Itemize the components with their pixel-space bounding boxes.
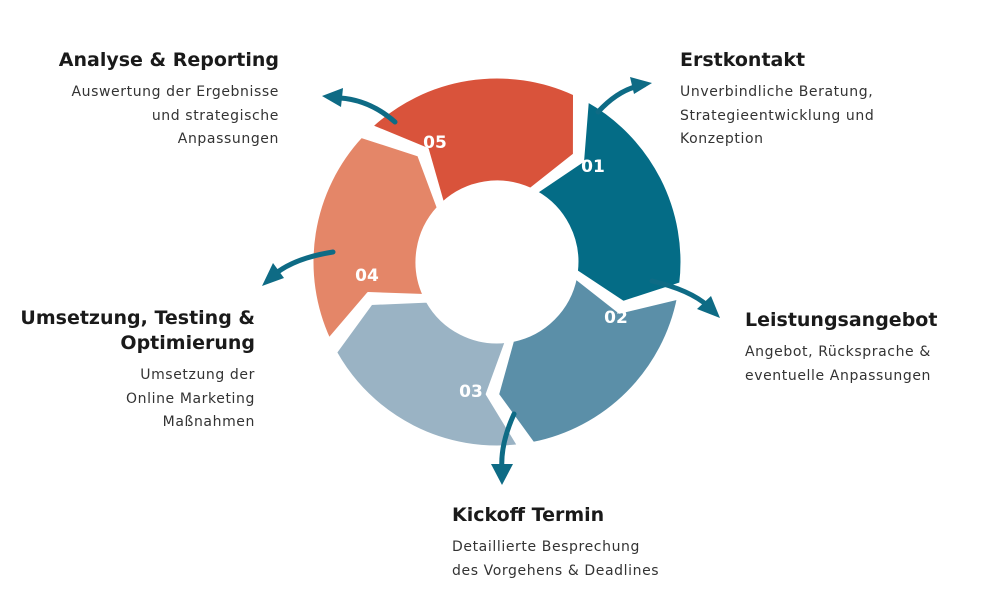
cycle-segment-05 [369, 75, 576, 205]
cycle-segment-02 [496, 276, 680, 445]
arrow-icon-05 [322, 88, 398, 125]
segment-number-05: 05 [423, 133, 447, 153]
step-title: Kickoff Termin [452, 504, 605, 526]
step-description: Umsetzung der Online Marketing Maßnahmen [126, 367, 255, 430]
step-kickoff-termin: Kickoff Termin Detaillierte Besprechung … [452, 503, 752, 583]
step-title: Umsetzung, Testing & Optimierung [20, 307, 255, 354]
step-title: Erstkontakt [680, 49, 806, 71]
cycle-segment-01 [534, 99, 684, 304]
arrow-icon-03 [491, 411, 517, 485]
cycle-segment-numbers: 01 02 03 04 05 [355, 133, 628, 402]
cycle-segment-03 [334, 299, 521, 449]
step-title: Analyse & Reporting [58, 49, 279, 71]
step-title: Leistungsangebot [745, 309, 938, 331]
step-umsetzung: Umsetzung, Testing & Optimierung Umsetzu… [10, 306, 255, 435]
step-leistungsangebot: Leistungsangebot Angebot, Rücksprache & … [745, 308, 995, 388]
arrow-icon-01 [595, 77, 652, 115]
step-description: Unverbindliche Beratung, Strategieentwic… [680, 84, 875, 147]
outer-arrows [262, 77, 720, 485]
step-description: Angebot, Rücksprache & eventuelle Anpass… [745, 344, 932, 384]
segment-number-03: 03 [459, 382, 483, 402]
segment-number-01: 01 [581, 157, 605, 177]
step-description: Auswertung der Ergebnisse und strategisc… [71, 84, 279, 147]
arrow-icon-02 [649, 278, 720, 318]
cycle-segments [310, 75, 684, 449]
cycle-segment-04 [310, 134, 440, 341]
segment-number-04: 04 [355, 266, 379, 286]
step-erstkontakt: Erstkontakt Unverbindliche Beratung, Str… [680, 48, 980, 152]
arrow-icon-04 [262, 249, 336, 286]
step-description: Detaillierte Besprechung des Vorgehens &… [452, 539, 660, 579]
step-analyse-reporting: Analyse & Reporting Auswertung der Ergeb… [20, 48, 279, 152]
segment-number-02: 02 [604, 308, 628, 328]
